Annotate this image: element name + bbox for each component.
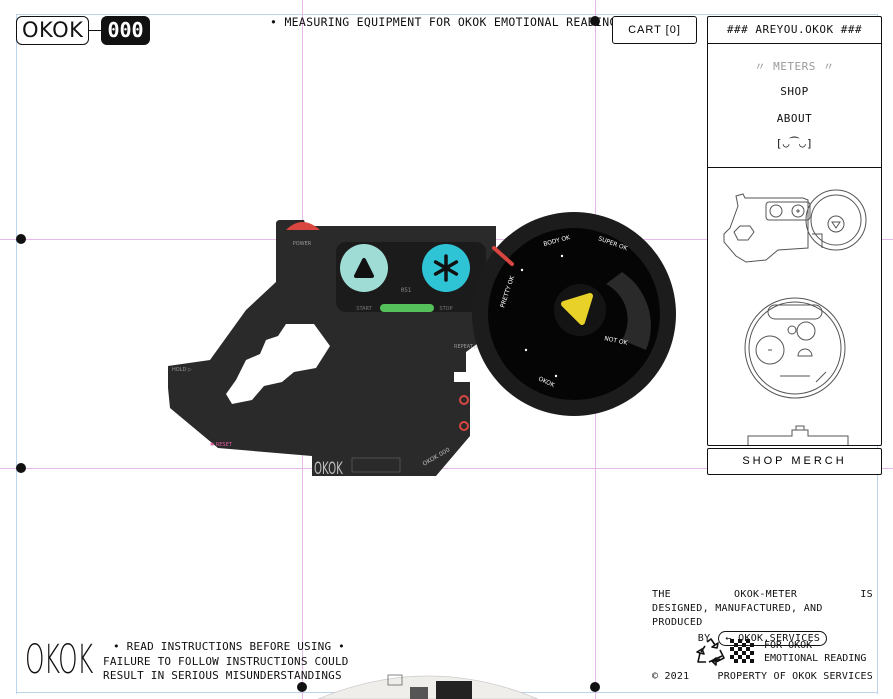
info-word: IS — [860, 589, 873, 600]
info-line: DESIGNED, MANUFACTURED, AND PRODUCED — [652, 603, 823, 628]
thumb-okok-meter[interactable] — [723, 189, 867, 263]
instructions-notice: • READ INSTRUCTIONS BEFORE USING • FAILU… — [103, 640, 349, 684]
instruction-line: FAILURE TO FOLLOW INSTRUCTIONS COULD — [103, 654, 349, 668]
device-brand: OKOK — [314, 459, 343, 478]
cart-button[interactable]: CART [0] — [612, 16, 697, 44]
stop-label: STOP — [439, 306, 452, 312]
green-indicator-bar — [380, 304, 434, 312]
manufacturer-info: THE OKOK-METER IS DESIGNED, MANUFACTURED… — [652, 588, 873, 646]
hold-label: HOLD ▷ — [172, 367, 192, 373]
badge-line: EMOTIONAL READING — [764, 653, 867, 664]
needle-pointer — [561, 293, 593, 325]
nav-item-meters[interactable]: 〃 METERS 〃 — [754, 60, 835, 73]
nav-item-about[interactable]: ABOUT — [776, 112, 813, 125]
asterisk-icon — [433, 254, 459, 282]
brand-logo[interactable]: OKOK 000 — [16, 16, 150, 45]
logo-connector — [89, 29, 102, 32]
red-port-top — [459, 395, 469, 405]
thumb-round-meter[interactable] — [744, 297, 846, 399]
product-badges: FOR OKOK EMOTIONAL READING — [696, 638, 866, 666]
nav-panel: ### AREYOU.OKOK ### 〃 METERS 〃 SHOP ABOU… — [707, 16, 882, 446]
info-by: BY — [697, 632, 711, 644]
instruction-line: • READ INSTRUCTIONS BEFORE USING • — [113, 640, 345, 653]
shop-merch-button[interactable]: SHOP MERCH — [707, 448, 882, 475]
power-label: POWER — [293, 241, 312, 247]
dial-window — [606, 272, 651, 350]
repeat-label: REPEAT ▷ — [454, 344, 478, 350]
badge-caption: FOR OKOK EMOTIONAL READING — [764, 639, 866, 665]
nav-item-smile[interactable]: [◡⁀◡] — [775, 137, 814, 150]
nav-item-shop[interactable]: SHOP — [780, 85, 809, 98]
product-gallery[interactable] — [708, 168, 881, 446]
recycle-icon — [696, 638, 725, 666]
thumb-handle-meter[interactable] — [747, 425, 849, 446]
copyright: © 2021 PROPERTY OF OKOK SERVICES — [652, 671, 873, 682]
okok-services-link[interactable]: ← OKOK.SERVICES — [718, 631, 828, 646]
dial-word-not-ok: NOT OK — [604, 335, 629, 347]
main-nav: 〃 METERS 〃 SHOP ABOUT [◡⁀◡] — [708, 44, 881, 168]
panel-title: ### AREYOU.OKOK ### — [708, 17, 881, 44]
copyright-text: PROPERTY OF OKOK SERVICES — [717, 671, 873, 682]
counter-label: 051 — [401, 287, 412, 294]
triangle-icon — [354, 258, 374, 278]
checker-pattern-icon — [730, 639, 754, 663]
info-word: THE — [652, 589, 671, 600]
start-label: START — [356, 306, 372, 312]
info-word: OKOK-METER — [734, 589, 798, 600]
badge-line: FOR OKOK — [764, 640, 813, 651]
next-product-preview[interactable] — [318, 663, 538, 699]
instruction-line: RESULT IN SERIOUS MISUNDERSTANDINGS — [103, 669, 342, 682]
device-grip-hole — [226, 324, 330, 404]
tagline: • MEASURING EQUIPMENT FOR OKOK EMOTIONAL… — [270, 15, 624, 29]
brand-number: 000 — [101, 16, 150, 45]
red-port-bottom — [459, 421, 469, 431]
footer-logo: OKOK — [25, 637, 93, 683]
brand-name: OKOK — [16, 16, 90, 45]
reset-label: ✱ RESET — [210, 442, 233, 448]
okok-meter-device[interactable]: 051 START STOP POWER HOLD ▷ ✱ RESET REPE… — [166, 200, 686, 494]
device-fineprint — [351, 457, 401, 473]
power-switch[interactable] — [286, 222, 320, 230]
copyright-year: © 2021 — [652, 671, 690, 682]
product-thumbnails — [723, 189, 867, 446]
dial-lever[interactable] — [492, 246, 514, 266]
